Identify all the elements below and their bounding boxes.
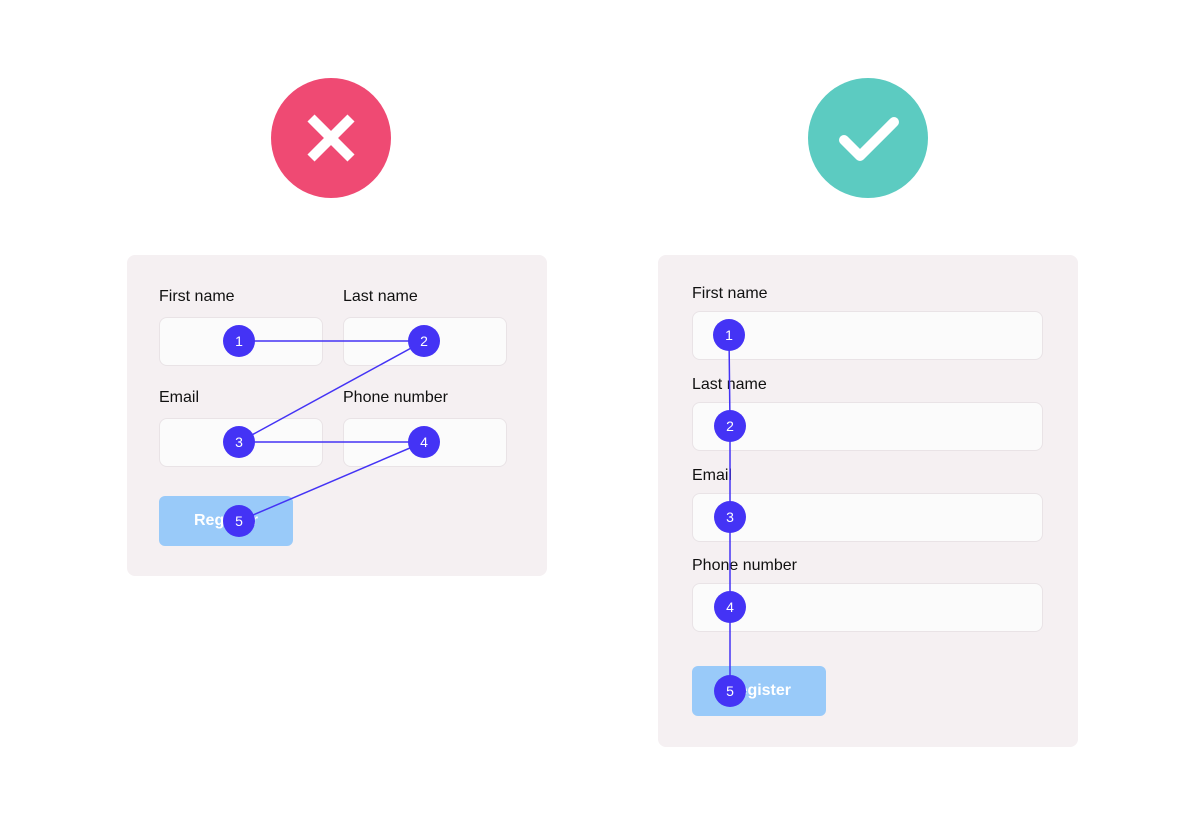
email-field[interactable] [692, 493, 1043, 542]
phone-number-label: Phone number [343, 389, 448, 406]
last-name-field[interactable] [343, 317, 507, 366]
email-label: Email [159, 389, 200, 406]
check-icon [808, 78, 928, 198]
register-button[interactable]: Register [692, 666, 826, 716]
first-name-label: First name [159, 288, 235, 305]
register-button[interactable]: Register [159, 496, 293, 546]
phone-number-label: Phone number [692, 557, 797, 574]
cross-icon [271, 78, 391, 198]
first-name-label: First name [692, 285, 768, 302]
phone-number-field[interactable] [692, 583, 1043, 632]
phone-number-field[interactable] [343, 418, 507, 467]
last-name-field[interactable] [692, 402, 1043, 451]
last-name-label: Last name [692, 376, 767, 393]
email-field[interactable] [159, 418, 323, 467]
first-name-field[interactable] [159, 317, 323, 366]
last-name-label: Last name [343, 288, 418, 305]
email-label: Email [692, 467, 733, 484]
first-name-field[interactable] [692, 311, 1043, 360]
